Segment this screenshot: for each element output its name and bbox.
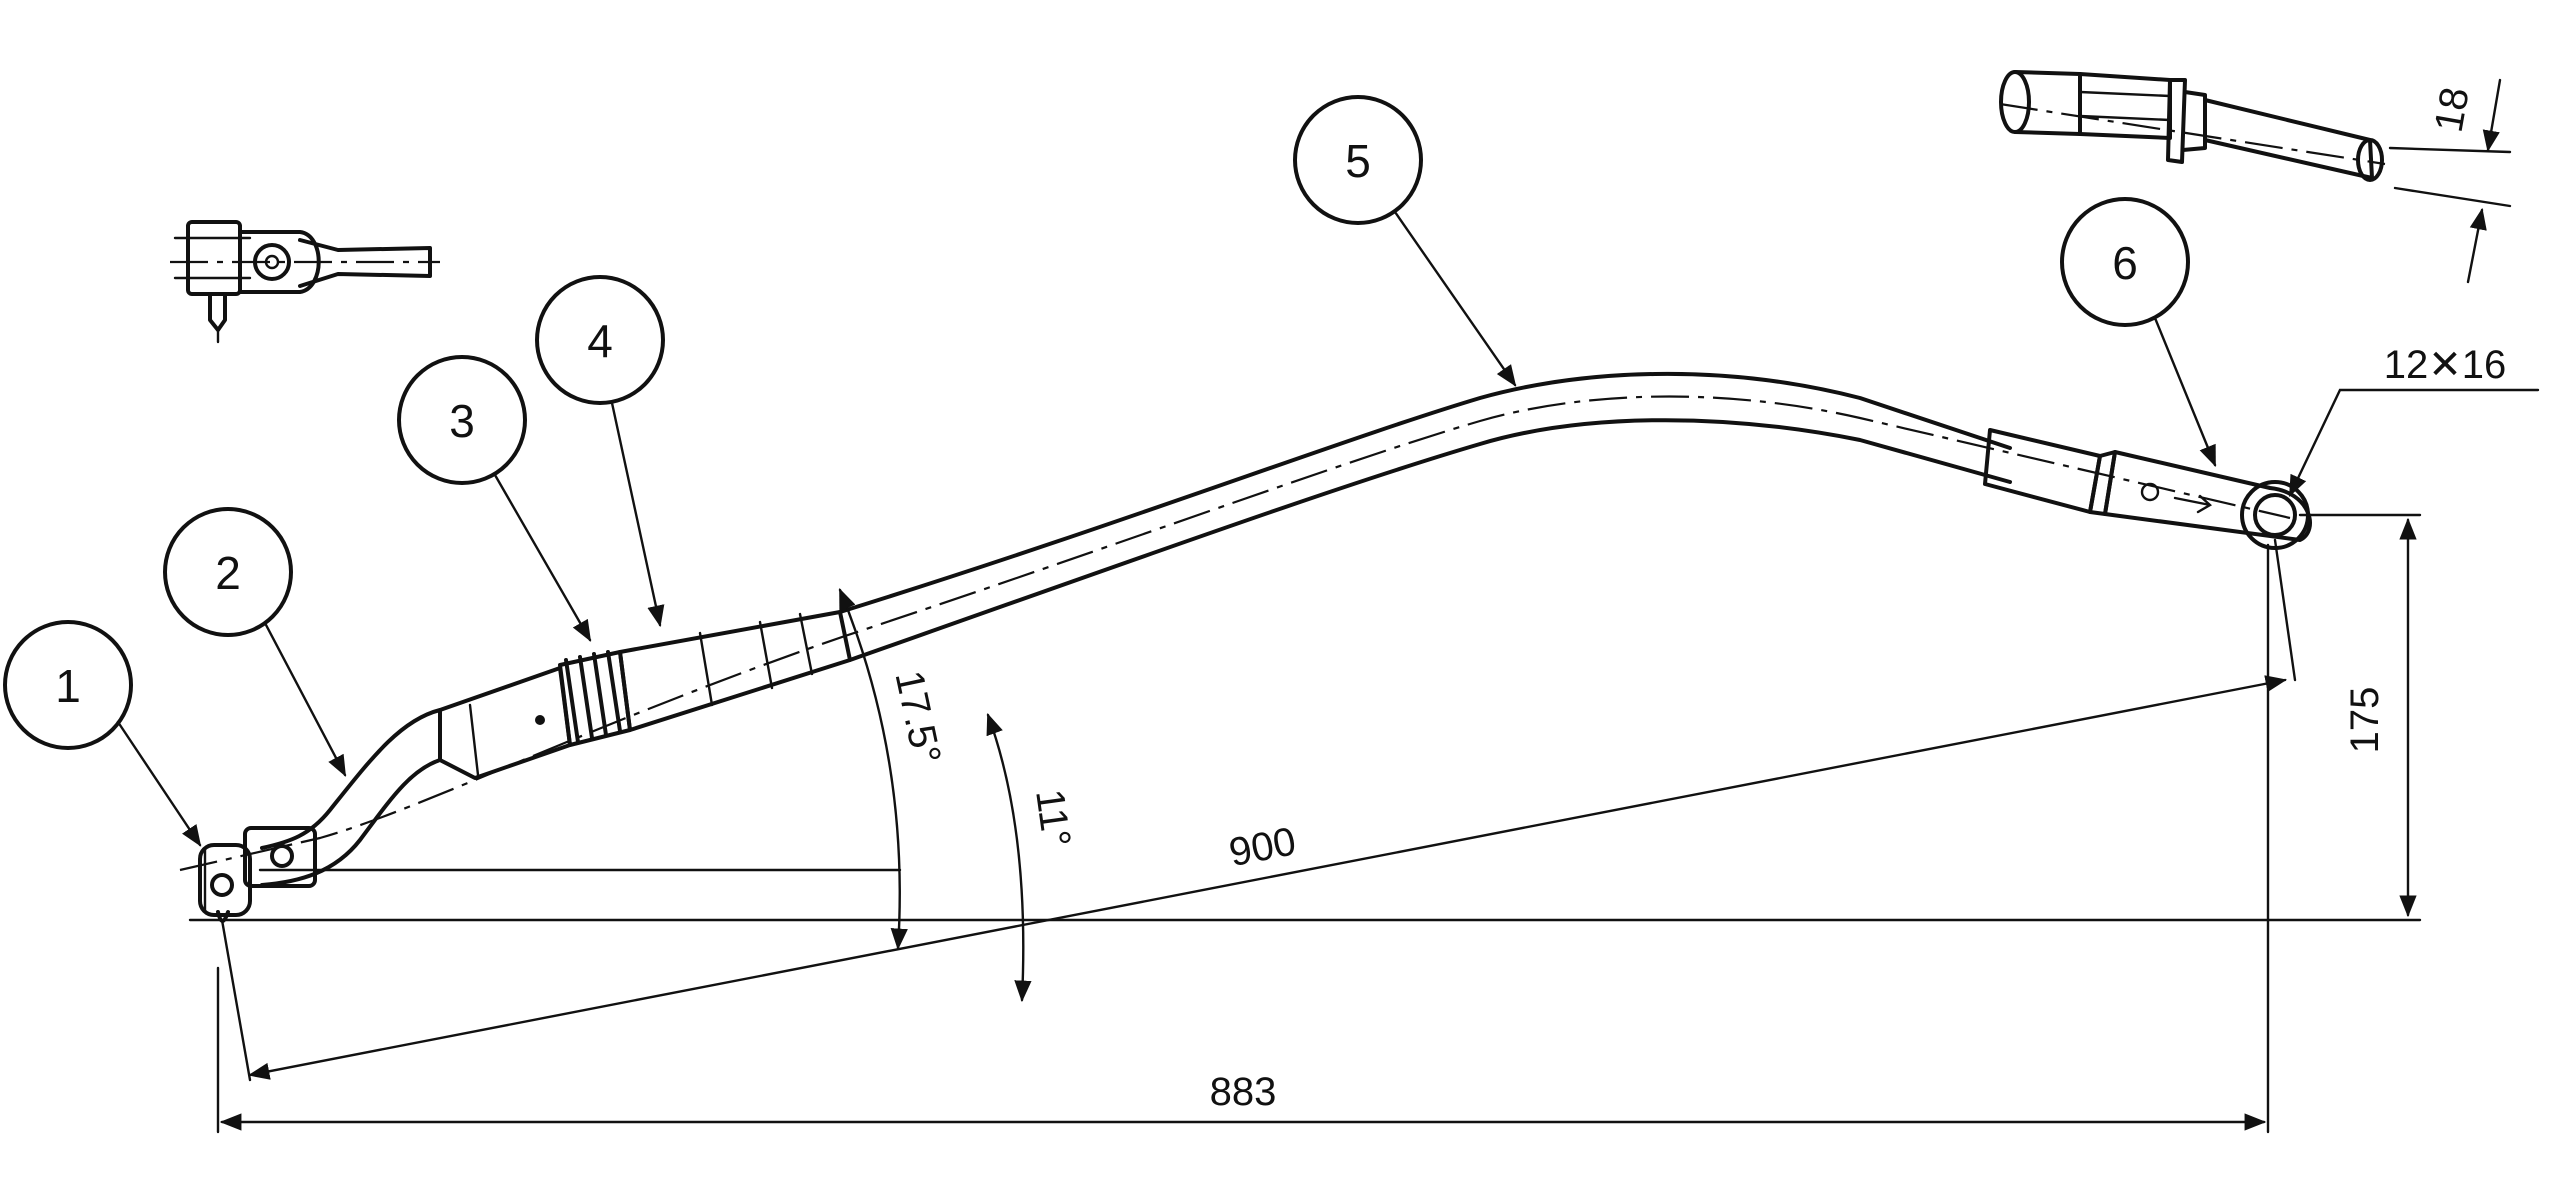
- callout-3-leader: [493, 473, 592, 642]
- callout-2-circle: [163, 507, 293, 637]
- callout-6-label: 6: [2112, 237, 2138, 289]
- diagonal-extension-right: [2273, 538, 2297, 682]
- diagonal-length-label: 900: [1226, 819, 1300, 875]
- callout-1-leader: [116, 720, 202, 847]
- callout-2-leader: [263, 621, 347, 777]
- end-fitting-detail-view: [170, 220, 440, 344]
- callout-2-label: 2: [215, 547, 241, 599]
- main-tube-upper-edge: [838, 371, 2012, 614]
- braided-sleeve: [618, 610, 852, 732]
- horizontal-length-label: 883: [1210, 1070, 1277, 1114]
- callout-5-leader: [1393, 210, 1517, 387]
- callout-5-circle: [1293, 95, 1423, 225]
- callout-5-label: 5: [1345, 135, 1371, 187]
- angle-small-label: 11°: [1027, 787, 1079, 850]
- sleeve-divider-3: [798, 612, 814, 676]
- ferrule: [438, 666, 572, 780]
- angle-arc-large: [838, 588, 908, 951]
- end-fitting: [198, 826, 317, 923]
- callout-1-circle: [3, 620, 133, 750]
- callouts: 1 2 3 4 5 6: [3, 95, 2217, 847]
- ferrule-lip: [468, 703, 480, 777]
- sleeve-divider-2: [758, 620, 774, 690]
- callout-1-label: 1: [55, 660, 81, 712]
- angle-arc-small: [986, 712, 1032, 1003]
- eye-size-label: 12✕16: [2384, 343, 2507, 387]
- callout-3-circle: [397, 355, 527, 485]
- dimension-lines: 175 883 900 17.5° 11° 12✕16: [188, 343, 2540, 1134]
- bent-link-lower: [260, 758, 442, 887]
- detail-size-label: 18: [2427, 84, 2478, 135]
- eye-end-fitting: [1983, 428, 2312, 550]
- sleeve-divider-1: [698, 631, 714, 707]
- diagonal-dimension-line: [247, 675, 2288, 1080]
- detail-dimension-arrow-top: [2482, 78, 2502, 153]
- callout-6-leader: [2153, 316, 2217, 467]
- detail-dimension-arrow-bottom: [2466, 207, 2487, 284]
- callout-4-label: 4: [587, 315, 613, 367]
- main-tube-lower-edge: [848, 418, 2012, 662]
- eye-leader-line: [2288, 388, 2540, 497]
- callout-4-circle: [535, 275, 665, 405]
- ferrule-rivet: [535, 715, 545, 725]
- diagonal-extension-left: [220, 918, 252, 1082]
- callout-4-leader: [610, 401, 665, 628]
- callout-6-circle: [2060, 197, 2190, 327]
- callout-3-label: 3: [449, 395, 475, 447]
- main-tube-centerline: [179, 395, 2291, 872]
- angle-large-label: 17.5°: [886, 667, 949, 768]
- eye-end-detail-view: 18: [1999, 70, 2512, 284]
- height-label: 175: [2343, 687, 2387, 754]
